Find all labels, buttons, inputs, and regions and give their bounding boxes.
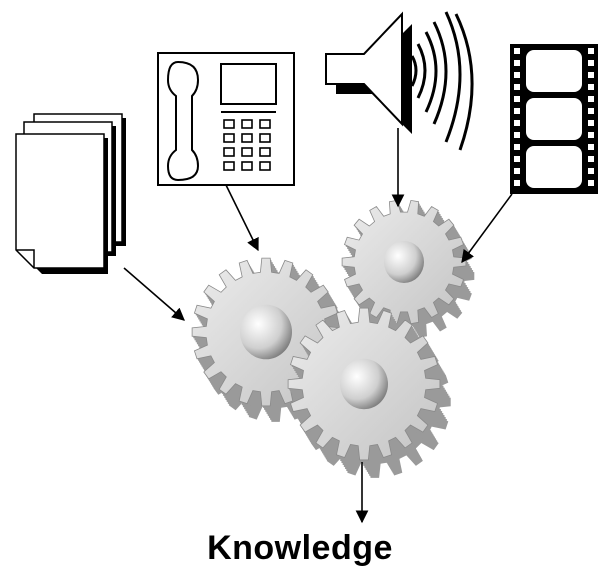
gears-icon (191, 199, 475, 478)
speaker-icon (325, 11, 474, 151)
film-strip-icon (510, 44, 598, 194)
knowledge-label: Knowledge (207, 529, 393, 567)
telephone-icon (157, 52, 295, 186)
input-arrows (123, 128, 513, 524)
document-stack-icon (15, 113, 126, 274)
gear-bottom (287, 307, 451, 478)
arrow-telephone (225, 184, 259, 252)
arrow-film (461, 193, 513, 264)
gear-top-right (341, 199, 475, 338)
arrow-documents (123, 267, 185, 321)
